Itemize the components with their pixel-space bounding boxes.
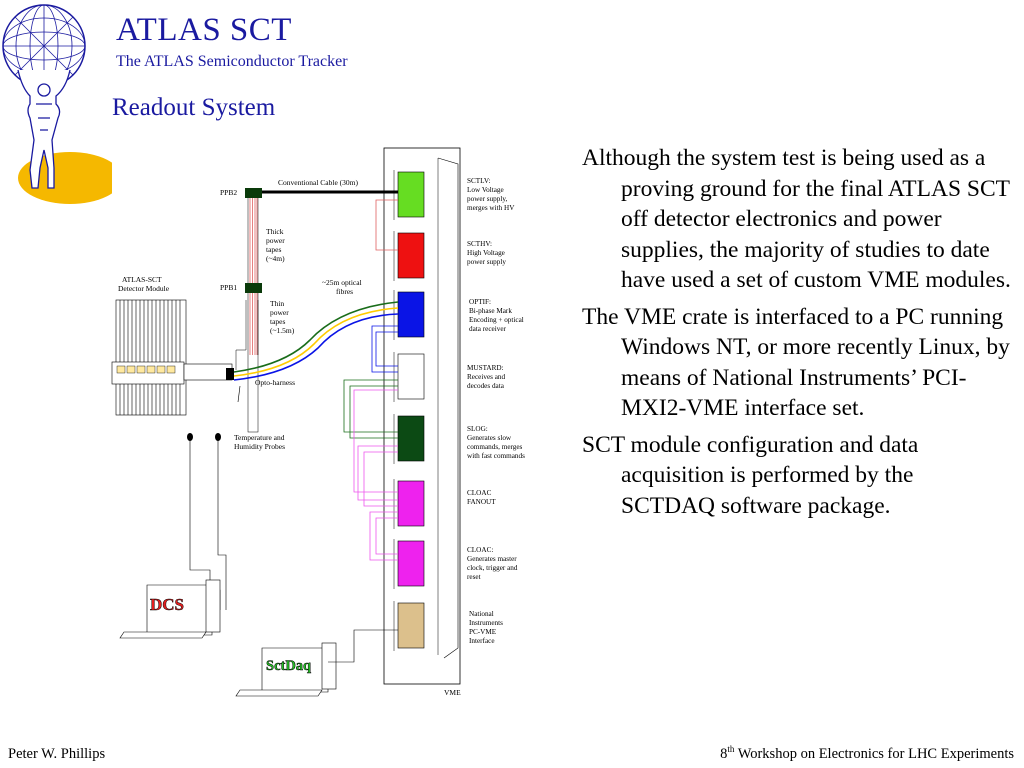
- cloac-fanout-desc-1: CLOAC: [467, 489, 492, 497]
- module-mustard: [397, 353, 425, 400]
- module-optif: [397, 291, 425, 338]
- footer-event-rest: Workshop on Electronics for LHC Experime…: [734, 746, 1014, 762]
- mustard-desc-1: MUSTARD:: [467, 364, 504, 372]
- vme-modules: [397, 171, 425, 649]
- thick-tape-label-2: power: [266, 236, 285, 245]
- thin-tape-label-1: Thin: [270, 299, 284, 308]
- sctlv-desc-3: power supply,: [467, 195, 507, 203]
- optif-desc-4: data receiver: [469, 325, 507, 333]
- sctlv-desc-1: SCTLV:: [467, 177, 491, 185]
- slide-subtitle: The ATLAS Semiconductor Tracker: [116, 53, 348, 70]
- module-label-1: ATLAS-SCT: [122, 275, 162, 284]
- mustard-desc-3: decodes data: [467, 382, 505, 390]
- probes-label-1: Temperature and: [234, 433, 285, 442]
- scthv-desc-3: power supply: [467, 258, 506, 266]
- vme-label: VME: [444, 688, 461, 697]
- slide-title: ATLAS SCT: [116, 12, 292, 48]
- ni-desc-4: Interface: [469, 637, 495, 645]
- ppb1-box: [245, 283, 262, 293]
- module-cloac-fanout: [397, 480, 425, 527]
- cable-label: Conventional Cable (30m): [278, 178, 358, 187]
- cloac-fanout-desc-2: FANOUT: [467, 498, 496, 506]
- cloac-desc-1: CLOAC:: [467, 546, 493, 554]
- cloac-desc-2: Generates master: [467, 555, 517, 563]
- sctdaq-label: SctDaq: [266, 658, 311, 674]
- module-ni-interface: [397, 602, 425, 649]
- module-label-2: Detector Module: [118, 284, 170, 293]
- thick-tape-label-1: Thick: [266, 227, 284, 236]
- ppb2-box: [245, 188, 262, 198]
- ni-desc-3: PC-VME: [469, 628, 497, 636]
- scthv-desc-2: High Voltage: [467, 249, 505, 257]
- footer-author: Peter W. Phillips: [8, 746, 106, 762]
- footer-event: 8th Workshop on Electronics for LHC Expe…: [720, 744, 1014, 763]
- mustard-desc-2: Receives and: [467, 373, 506, 381]
- slog-desc-3: commands, merges: [467, 443, 523, 451]
- sctlv-desc-4: merges with HV: [467, 204, 515, 212]
- fibres-label-2: fibres: [336, 287, 353, 296]
- slog-desc-4: with fast commands: [467, 452, 525, 460]
- cloac-desc-3: clock, trigger and: [467, 564, 518, 572]
- optif-desc-1: OPTIF:: [469, 298, 491, 306]
- dcs-computer: [119, 579, 221, 639]
- atlas-logo: [0, 4, 112, 205]
- module-slog: [397, 415, 425, 462]
- thin-tape-label-3: tapes: [270, 317, 285, 326]
- ni-desc-1: National: [469, 610, 494, 618]
- thin-tape-label-2: power: [270, 308, 289, 317]
- thick-tape-label-3: tapes: [266, 245, 281, 254]
- dcs-label: DCS: [150, 595, 184, 614]
- scthv-desc-1: SCTHV:: [467, 240, 492, 248]
- probes-label-2: Humidity Probes: [234, 442, 285, 451]
- thin-tape-label-4: (~1.5m): [270, 326, 295, 335]
- readout-system-diagram: DCS SctDaq PPB2 PPB1 Conventional Cable …: [111, 147, 525, 697]
- paragraph-2: The VME crate is interfaced to a PC runn…: [582, 303, 1010, 422]
- module-scthv: [397, 232, 425, 279]
- ppb1-label: PPB1: [220, 283, 237, 292]
- footer-event-sup: th: [727, 744, 735, 755]
- slog-desc-2: Generates slow: [467, 434, 512, 442]
- optif-desc-3: Encoding + optical: [469, 316, 524, 324]
- fibres-label-1: ~25m optical: [322, 278, 362, 287]
- detector-module: [111, 299, 241, 416]
- sctdaq-computer: [235, 629, 398, 697]
- paragraph-3: SCT module configuration and data acquis…: [582, 431, 919, 519]
- cloac-desc-4: reset: [467, 573, 481, 581]
- slog-desc-1: SLOG:: [467, 425, 488, 433]
- module-sctlv: [397, 171, 425, 218]
- body-text: Although the system test is being used a…: [582, 143, 1012, 527]
- thick-tape-label-4: (~4m): [266, 254, 285, 263]
- ni-desc-2: Instruments: [469, 619, 503, 627]
- ppb2-label: PPB2: [220, 188, 237, 197]
- section-heading: Readout System: [112, 94, 276, 121]
- module-cloac: [397, 540, 425, 587]
- opto-harness-label: Opto-harness: [255, 378, 295, 387]
- sctlv-desc-2: Low Voltage: [467, 186, 504, 194]
- paragraph-1: Although the system test is being used a…: [582, 145, 1011, 293]
- footer-event-num: 8: [720, 746, 728, 762]
- optif-desc-2: Bi-phase Mark: [469, 307, 512, 315]
